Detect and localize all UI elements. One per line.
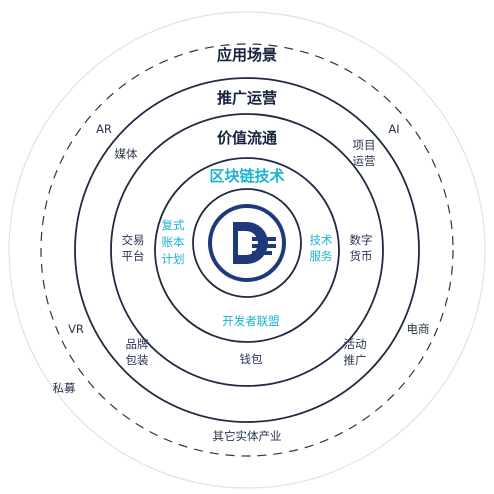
dg-logo-icon — [208, 204, 286, 282]
label-other-industry: 其它实体产业 — [213, 429, 282, 443]
label-trading-line2: 平台 — [122, 249, 145, 263]
ring-promotion — [74, 77, 420, 423]
label-ar: AR — [96, 122, 112, 136]
dashed-ring — [40, 43, 454, 457]
outer-boundary-ring — [8, 11, 486, 489]
label-tech-service-line2: 服务 — [310, 249, 333, 263]
label-campaign-line2: 推广 — [344, 353, 367, 367]
title-blockchain-tech: 区块链技术 — [209, 167, 284, 185]
ring-core — [192, 188, 302, 298]
title-value-circulation: 价值流通 — [217, 129, 277, 147]
ring-value — [110, 113, 384, 387]
label-project-ops-line2: 运营 — [353, 154, 376, 168]
label-brand-line2: 包装 — [126, 353, 149, 367]
label-ecommerce: 电商 — [407, 322, 430, 336]
label-ledger-line2: 账本 — [162, 235, 185, 249]
label-media: 媒体 — [115, 147, 138, 161]
ring-blockchain — [154, 157, 340, 343]
title-promotion-operation: 推广运营 — [217, 89, 277, 107]
label-brand-line1: 品牌 — [126, 337, 149, 351]
label-campaign-line1: 活动 — [344, 337, 367, 351]
title-application-scenarios: 应用场景 — [217, 46, 277, 64]
label-tech-service-line1: 技术 — [310, 233, 333, 247]
label-private-equity: 私募 — [53, 381, 76, 395]
label-ledger-line3: 计划 — [162, 252, 185, 266]
label-trading-line1: 交易 — [122, 233, 145, 247]
label-ai: AI — [388, 122, 399, 136]
label-vr: VR — [68, 322, 84, 336]
label-digital-currency-line1: 数字 — [350, 233, 373, 247]
label-dev-alliance: 开发者联盟 — [222, 314, 280, 328]
label-digital-currency-line2: 货币 — [350, 249, 373, 263]
label-project-ops-line1: 项目 — [353, 138, 376, 152]
label-wallet: 钱包 — [240, 352, 263, 366]
label-ledger-line1: 复式 — [162, 218, 185, 232]
